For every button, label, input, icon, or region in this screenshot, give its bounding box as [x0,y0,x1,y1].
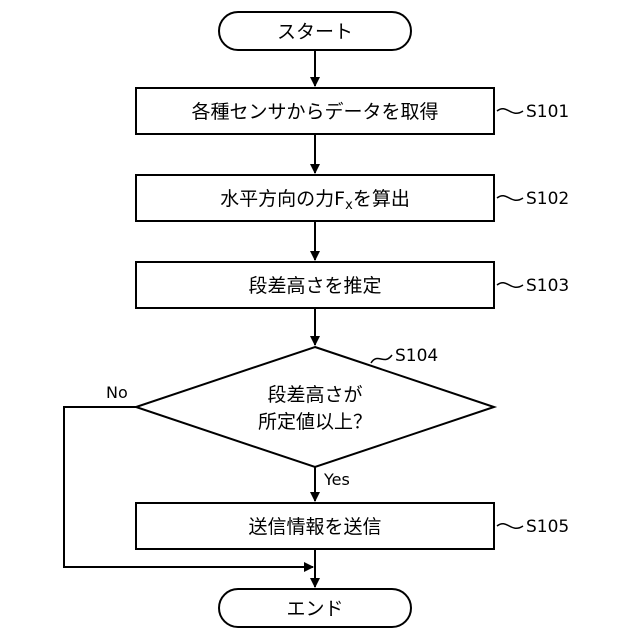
start-terminal: スタート [219,12,411,50]
s101-label: 各種センサからデータを取得 [191,101,438,123]
s102-id: S102 [526,189,569,209]
s102-label: 水平方向の力Fxを算出 [220,188,410,213]
yes-label: Yes [323,470,350,489]
s102-leader [497,196,523,201]
process-box-s103: 段差高さを推定 [136,262,494,308]
s103-leader [497,283,523,288]
s101-id: S101 [526,102,569,122]
s102-label-main: 水平方向の力F [220,188,345,210]
s104-leader [371,355,392,363]
decision-diamond-s104: 段差高さが 所定値以上？ [136,347,494,467]
end-label: エンド [286,598,343,620]
s105-id: S105 [526,517,569,537]
s102-label-tail: を算出 [353,188,410,210]
s101-leader [497,109,523,114]
process-box-s105: 送信情報を送信 [136,503,494,549]
s104-id: S104 [395,346,438,366]
process-box-s102: 水平方向の力Fxを算出 [136,175,494,221]
end-terminal: エンド [219,589,411,627]
s104-line1: 段差高さが [267,384,362,406]
s103-id: S103 [526,276,569,296]
start-label: スタート [277,21,353,43]
process-box-s101: 各種センサからデータを取得 [136,88,494,134]
s103-label: 段差高さを推定 [248,275,381,297]
s105-label: 送信情報を送信 [248,516,381,538]
s104-line2: 所定値以上？ [258,411,372,433]
no-label: No [106,383,128,402]
s105-leader [497,524,523,529]
